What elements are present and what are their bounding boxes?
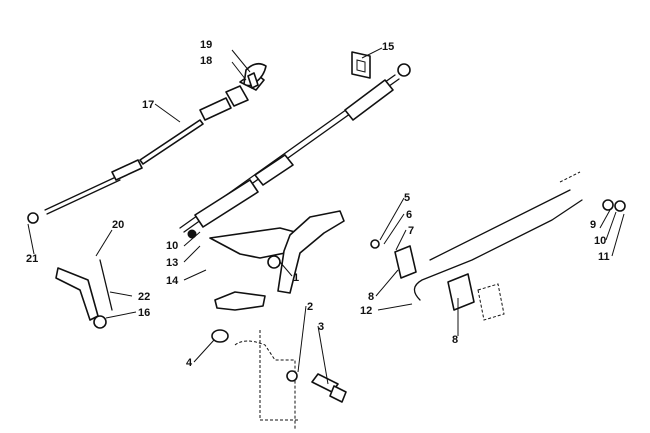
callout-8-lower: 8	[452, 334, 458, 346]
callout-22: 22	[138, 291, 150, 303]
callout-8-upper: 8	[368, 291, 374, 303]
brake-pedal-lever	[209, 210, 345, 311]
callout-4: 4	[186, 357, 193, 369]
callout-5: 5	[404, 192, 410, 204]
frame-outline	[234, 330, 300, 430]
callout-13: 13	[166, 257, 178, 269]
callout-7: 7	[408, 225, 414, 237]
callout-10-left: 10	[166, 240, 178, 252]
callout-2: 2	[307, 301, 313, 313]
callout-18: 18	[200, 55, 212, 67]
callout-6: 6	[406, 209, 412, 221]
callout-17: 17	[142, 99, 154, 111]
callout-3: 3	[318, 321, 324, 333]
left-arm	[55, 259, 113, 329]
throttle-cable-main	[179, 63, 411, 239]
callout-14: 14	[166, 275, 179, 287]
callout-21: 21	[26, 253, 38, 265]
callout-16: 16	[138, 307, 150, 319]
callout-labels: 1 2 3 4 5 6 7 8 8 9 10 10 11 12 13 14 15…	[26, 39, 610, 369]
retainer-clip	[351, 51, 371, 79]
callout-19: 19	[200, 39, 212, 51]
linkage-rod	[370, 171, 626, 321]
callout-20: 20	[112, 219, 124, 231]
cable-end-bracket	[243, 62, 267, 89]
nut	[211, 329, 229, 343]
callout-15: 15	[382, 41, 394, 53]
callout-9: 9	[590, 219, 596, 231]
callout-12: 12	[360, 305, 372, 317]
leader-lines	[27, 47, 625, 385]
callout-10-right: 10	[594, 235, 606, 247]
pivot-bolt	[286, 370, 347, 403]
callout-11: 11	[598, 251, 610, 263]
callout-1: 1	[293, 272, 299, 284]
